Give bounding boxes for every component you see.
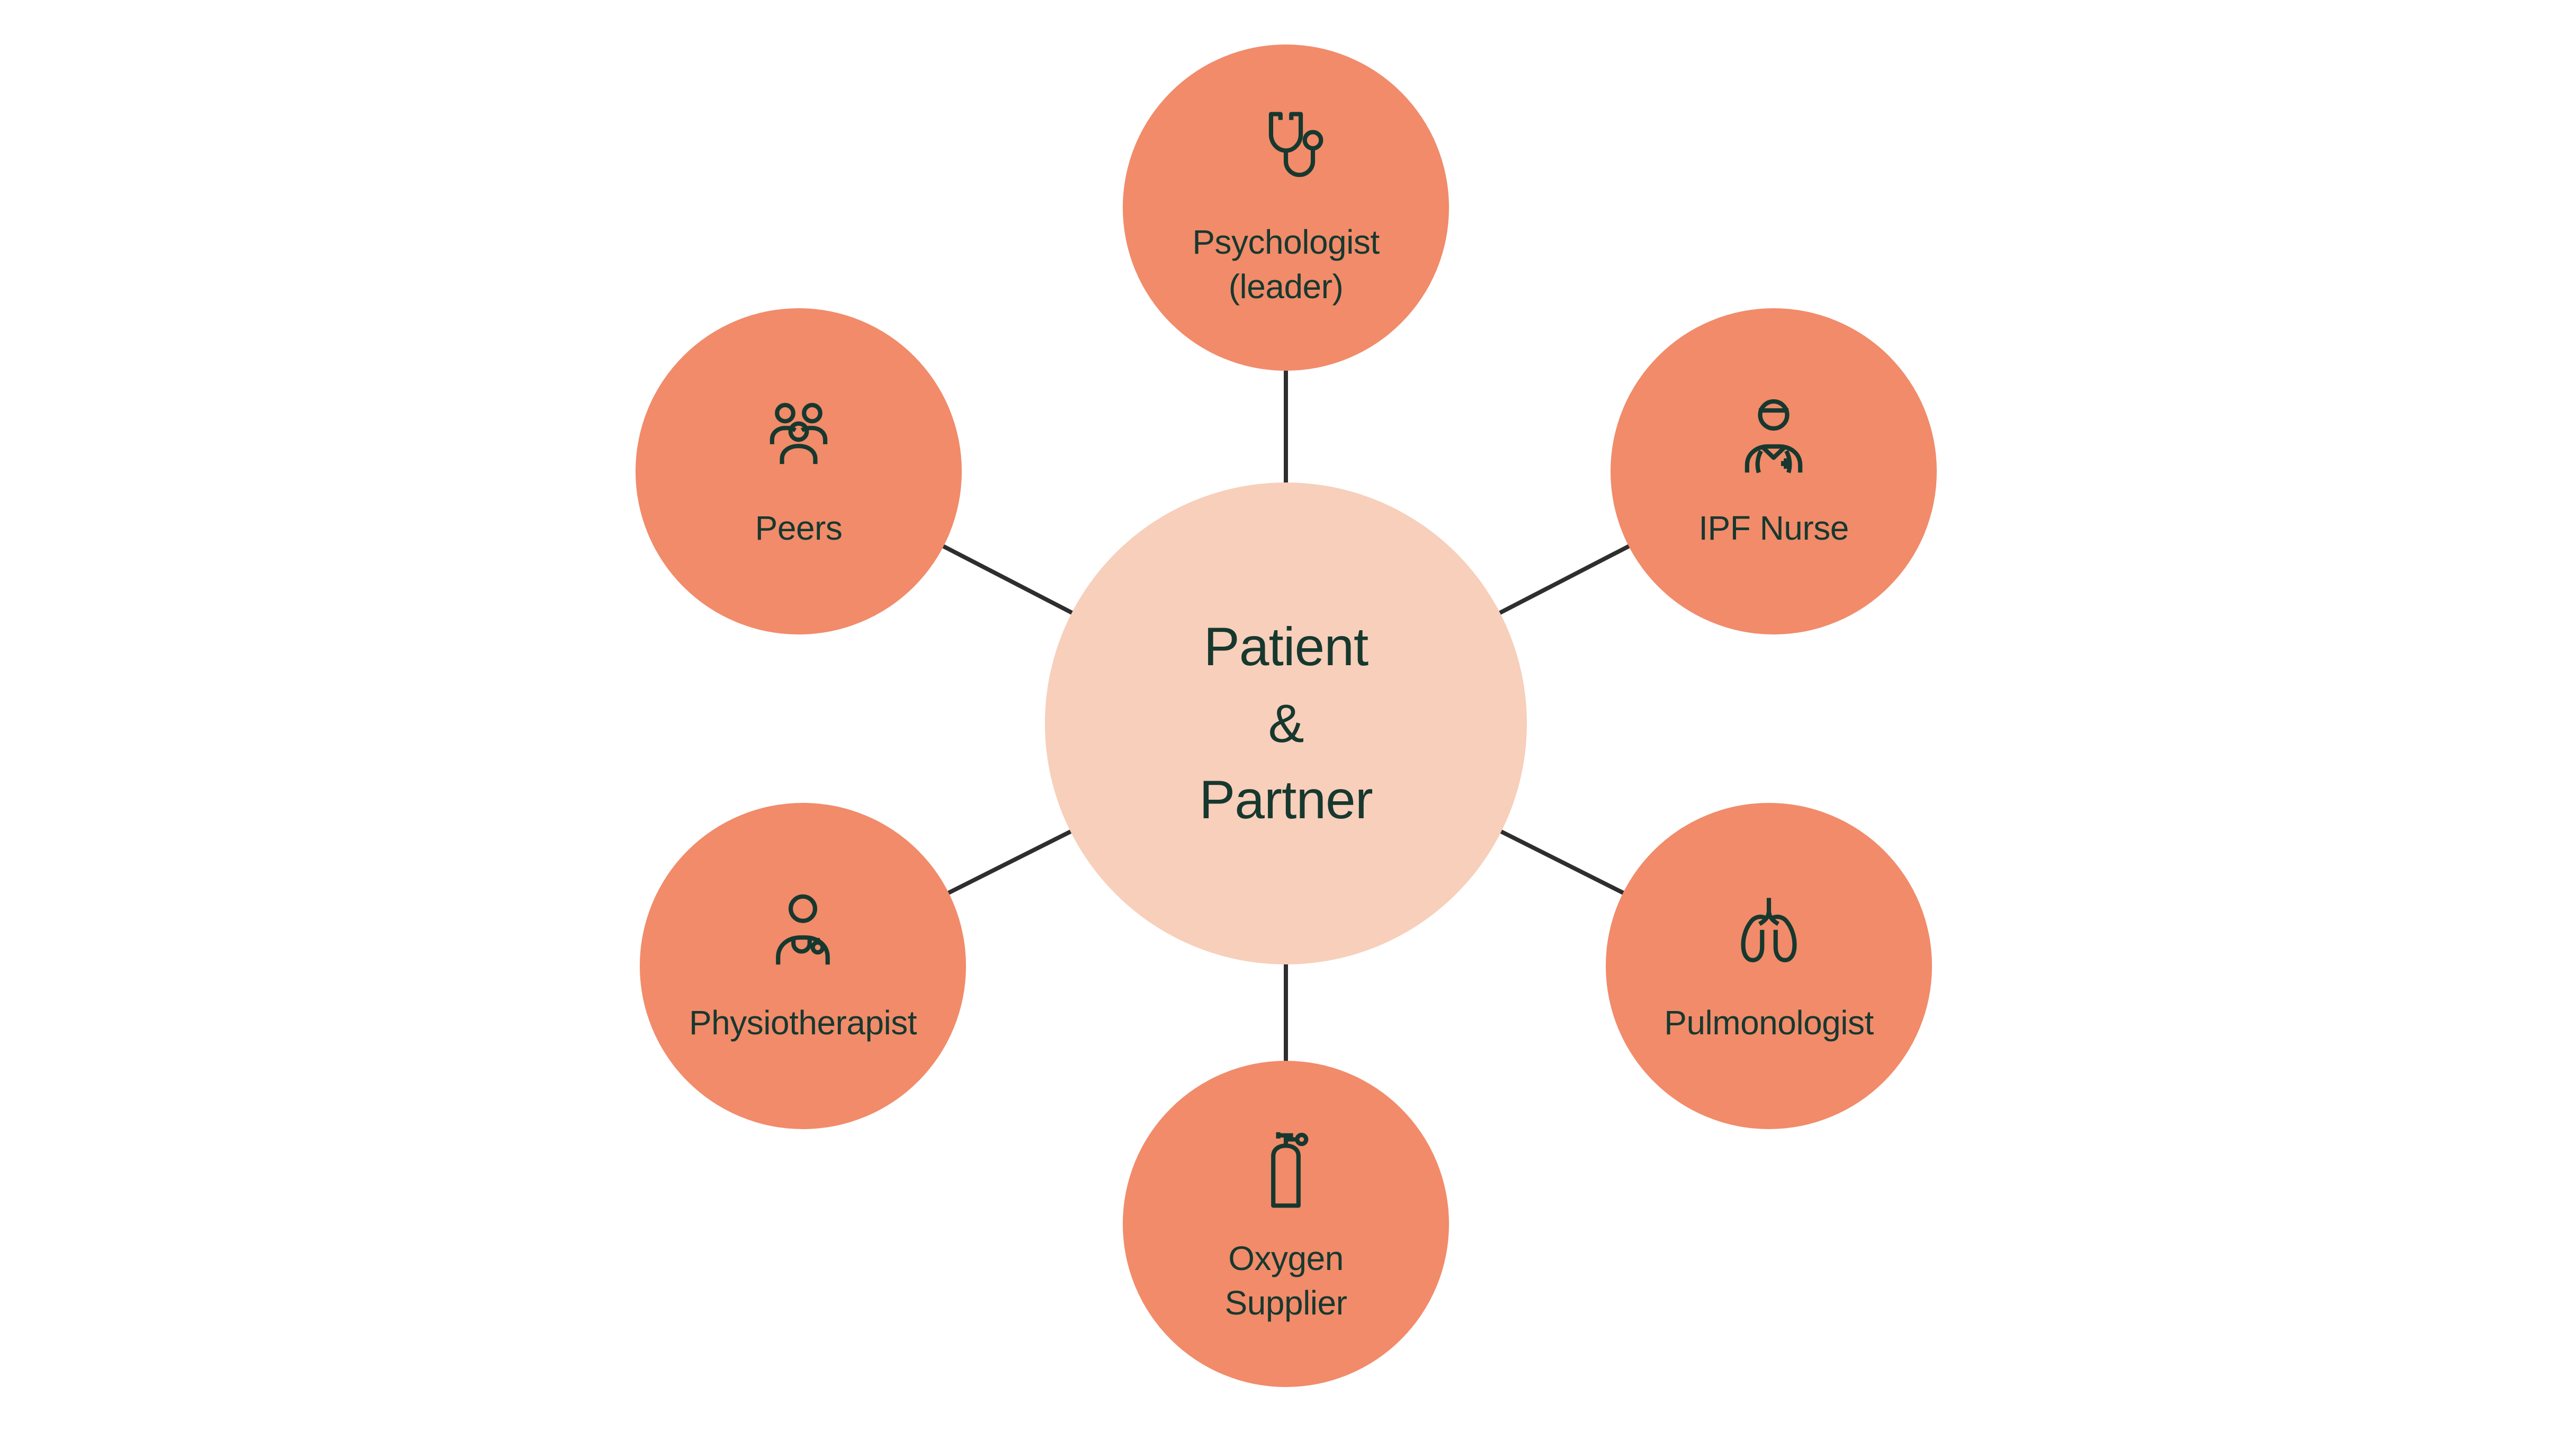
node-psychologist: Psychologist (leader) (1123, 44, 1449, 371)
sat-label-line: Psychologist (1192, 222, 1380, 261)
lungs-icon (1741, 898, 1797, 962)
sat-label-line: Physiotherapist (688, 1003, 917, 1042)
oxygen-tank-icon (1271, 1132, 1309, 1208)
hub-label-line: & (1268, 693, 1304, 754)
node-oxygen-supplier-label: Oxygen Supplier (1225, 1236, 1347, 1326)
node-ipf-nurse-label: IPF Nurse (1698, 506, 1849, 550)
hub-label-line: Patient (1203, 616, 1369, 677)
sat-label-line: Supplier (1224, 1284, 1347, 1322)
node-ipf-nurse: IPF Nurse (1611, 308, 1937, 634)
node-peers-label: Peers (755, 506, 843, 550)
node-patient-partner: Patient & Partner (1045, 482, 1527, 964)
people-group-icon (770, 402, 828, 464)
sat-label-line: Oxygen (1228, 1239, 1344, 1277)
node-patient-partner-label: Patient & Partner (1199, 609, 1373, 838)
stethoscope-icon (1268, 111, 1323, 177)
node-physiotherapist: Physiotherapist (640, 803, 966, 1129)
sat-label-line: Peers (755, 508, 843, 547)
node-oxygen-supplier: Oxygen Supplier (1123, 1061, 1449, 1387)
node-physiotherapist-label: Physiotherapist (689, 1000, 917, 1045)
sat-label-line: Pulmonologist (1664, 1003, 1874, 1042)
sat-label-line: (leader) (1228, 267, 1344, 306)
hub-label-line: Partner (1199, 770, 1373, 830)
node-peers: Peers (636, 308, 962, 634)
node-pulmonologist: Pulmonologist (1606, 803, 1932, 1129)
nurse-icon (1745, 399, 1803, 473)
doctor-stethoscope-icon (776, 894, 830, 964)
sat-label-line: IPF Nurse (1698, 508, 1849, 547)
node-psychologist-label: Psychologist (leader) (1192, 220, 1380, 309)
node-pulmonologist-label: Pulmonologist (1664, 1000, 1874, 1045)
